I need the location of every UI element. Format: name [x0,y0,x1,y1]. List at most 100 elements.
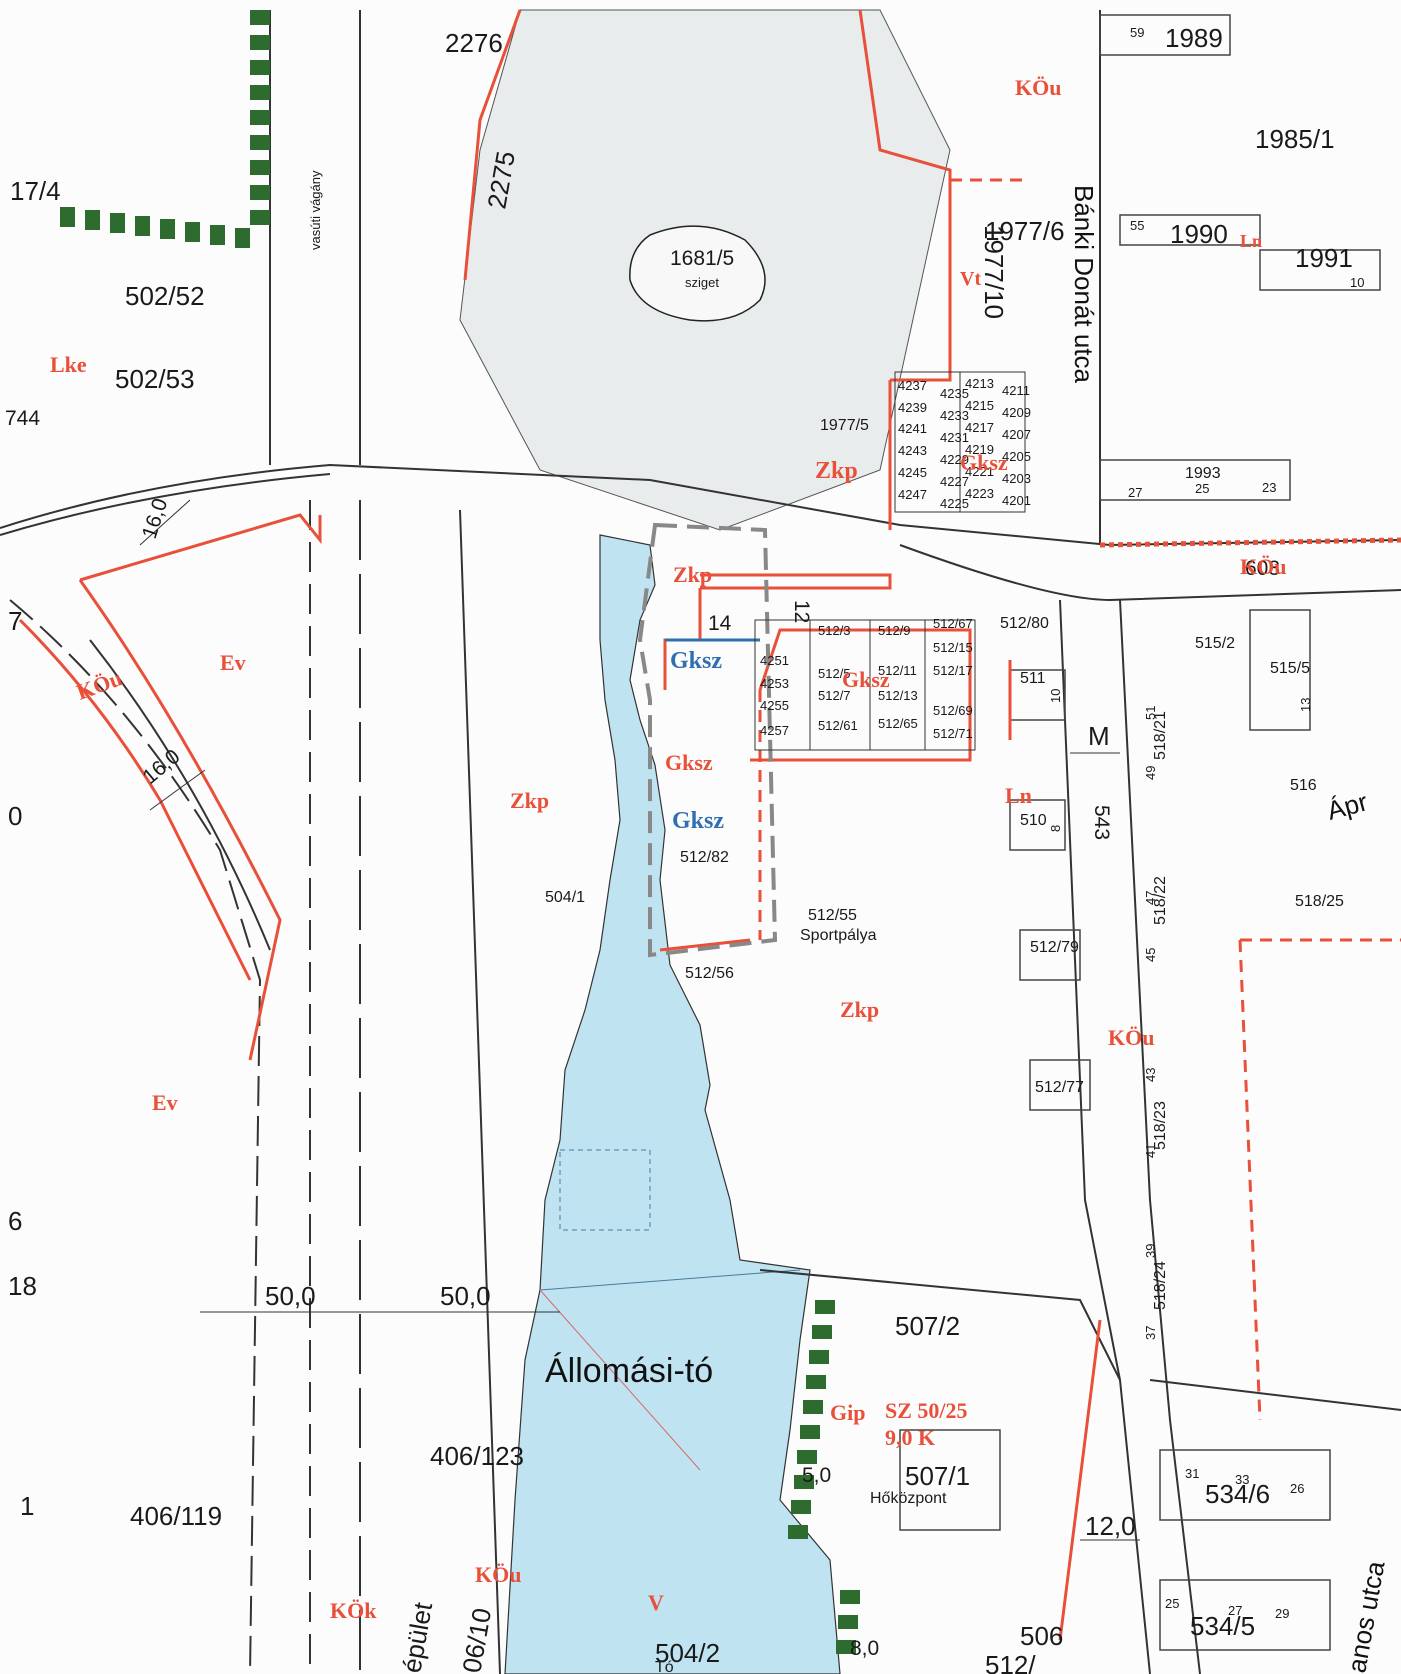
lake-dim-line [539,1289,701,1471]
house-number: 47 [1143,891,1158,905]
sport-field-label: Sportpálya [800,927,877,944]
parcel-1991: 1991 [1295,243,1353,273]
zone-gksz: Gksz [842,667,890,692]
parcel-510: 510 [1020,812,1047,829]
garage-number: 4203 [1002,471,1031,486]
garage-number: 4255 [760,698,789,713]
parcel-534-5: 534/5 [1190,1611,1255,1641]
garage-number: 4235 [940,386,969,401]
parcel-518-23: 518/23 [1152,1101,1169,1150]
house-number: 27 [1228,1603,1242,1618]
garage-number: 4239 [898,400,927,415]
house-number: 23 [1262,480,1276,495]
house-number: 41 [1143,1144,1158,1158]
parcel-512-56: 512/56 [685,965,734,982]
parcel-512-11: 512/11 [878,663,917,678]
garage-number: 4205 [1002,449,1031,464]
garage-number: 4225 [940,496,969,511]
garage-number: 4211 [1002,383,1030,398]
parcel-512-61: 512/61 [818,718,858,733]
garage-number: 4223 [965,486,994,501]
dimension-label: 12 [790,600,813,623]
house-number: 55 [1130,218,1144,233]
zone-kou: KÖu [1108,1025,1154,1050]
house-number: 33 [1235,1472,1249,1487]
zone-zkp: Zkp [815,458,858,484]
island-label: sziget [685,275,719,290]
house-number: 37 [1143,1326,1158,1340]
house-number: 10 [1048,689,1063,703]
parcel-515-5: 515/5 [1270,660,1310,677]
parcel-512-13: 512/13 [878,688,918,703]
zone-ev: Ev [152,1090,178,1115]
regulation-dashed-lines [758,178,1401,1421]
house-number: 51 [1143,706,1158,720]
island-number: 1681/5 [670,247,734,270]
house-number: 49 [1143,766,1158,780]
parcel-1977-5: 1977/5 [820,417,869,434]
zone-kou: KÖu [1015,75,1061,100]
parcel-406-123: 406/123 [430,1441,524,1471]
lake-name: Állomási-tó [545,1352,713,1390]
parcel-506: 506 [1020,1621,1063,1651]
zone-lke: Lke [50,352,87,377]
bottom-fragment: Tó [655,1659,674,1674]
parcel-507-2: 507/2 [895,1311,960,1341]
edge-fragment: 18 [8,1271,37,1301]
garage-number: 4237 [898,378,927,393]
zone-gksz-blue: Gksz [672,808,724,834]
parcel-17-4: 17/4 [10,176,61,206]
parcel-512-5: 512/5 [818,666,851,681]
parcel-512-80: 512/80 [1000,615,1049,632]
garage-number: 4245 [898,465,927,480]
parcel-1977-10: 1977/10 [979,225,1009,319]
parcel-512-15: 512/15 [933,640,973,655]
dashed-zone-outline [637,522,778,958]
house-number: 26 [1290,1481,1304,1496]
house-number: 25 [1165,1596,1179,1611]
rail-note: vasúti vágány [308,170,323,250]
zone-v: V [648,1590,664,1615]
garage-number: 4219 [965,442,994,457]
garage-number: 4233 [940,408,969,423]
edge-fragment: 0 [8,801,22,831]
parcel-1990: 1990 [1170,219,1228,249]
parcel-504-1: 504/1 [545,889,585,906]
parcel-502-53: 502/53 [115,364,195,394]
parcel-512-9: 512/9 [878,623,911,638]
parcel-512-3: 512/3 [818,623,851,638]
garage-number: 4251 [760,653,789,668]
zone-gip-params: 9,0 K [885,1425,935,1450]
house-number: 8 [1048,825,1063,832]
heat-center-number: 507/1 [905,1461,970,1491]
zone-kou: KÖu [475,1562,521,1587]
zone-zkp: Zkp [510,788,549,813]
bottom-fragment: 512/ [985,1650,1036,1674]
garage-number: 4227 [940,474,969,489]
parcel-518-22: 518/22 [1152,876,1169,925]
street-banki-donat: Bánki Donát utca [1069,185,1099,384]
parcel-512-77: 512/77 [1035,1079,1084,1096]
garage-number: 4253 [760,676,789,691]
green-strips [60,10,860,1654]
parcel-543: 543 [1090,805,1113,840]
parcel-406-119: 406/119 [130,1501,222,1531]
parcel-744: 744 [5,407,40,430]
garage-number: 4231 [940,430,969,445]
lake-line [539,1269,801,1291]
garage-number: 4247 [898,487,927,502]
garage-grid [754,371,1026,751]
parcel-2276: 2276 [445,28,503,58]
parcel-515-2: 515/2 [1195,635,1235,652]
house-number: 43 [1143,1068,1158,1082]
parcel-1985-1: 1985/1 [1255,124,1335,154]
parcel-512-82: 512/82 [680,849,729,866]
parcel-512-69: 512/69 [933,703,973,718]
parcel-512-71: 512/71 [933,726,973,741]
parcel-603: 603 [1245,557,1280,580]
dimension-label: 50,0 [265,1281,316,1311]
island-outline [629,225,766,322]
zone-kou: KÖu [1240,554,1286,579]
house-number: 59 [1130,25,1144,40]
house-number: 29 [1275,1606,1289,1621]
